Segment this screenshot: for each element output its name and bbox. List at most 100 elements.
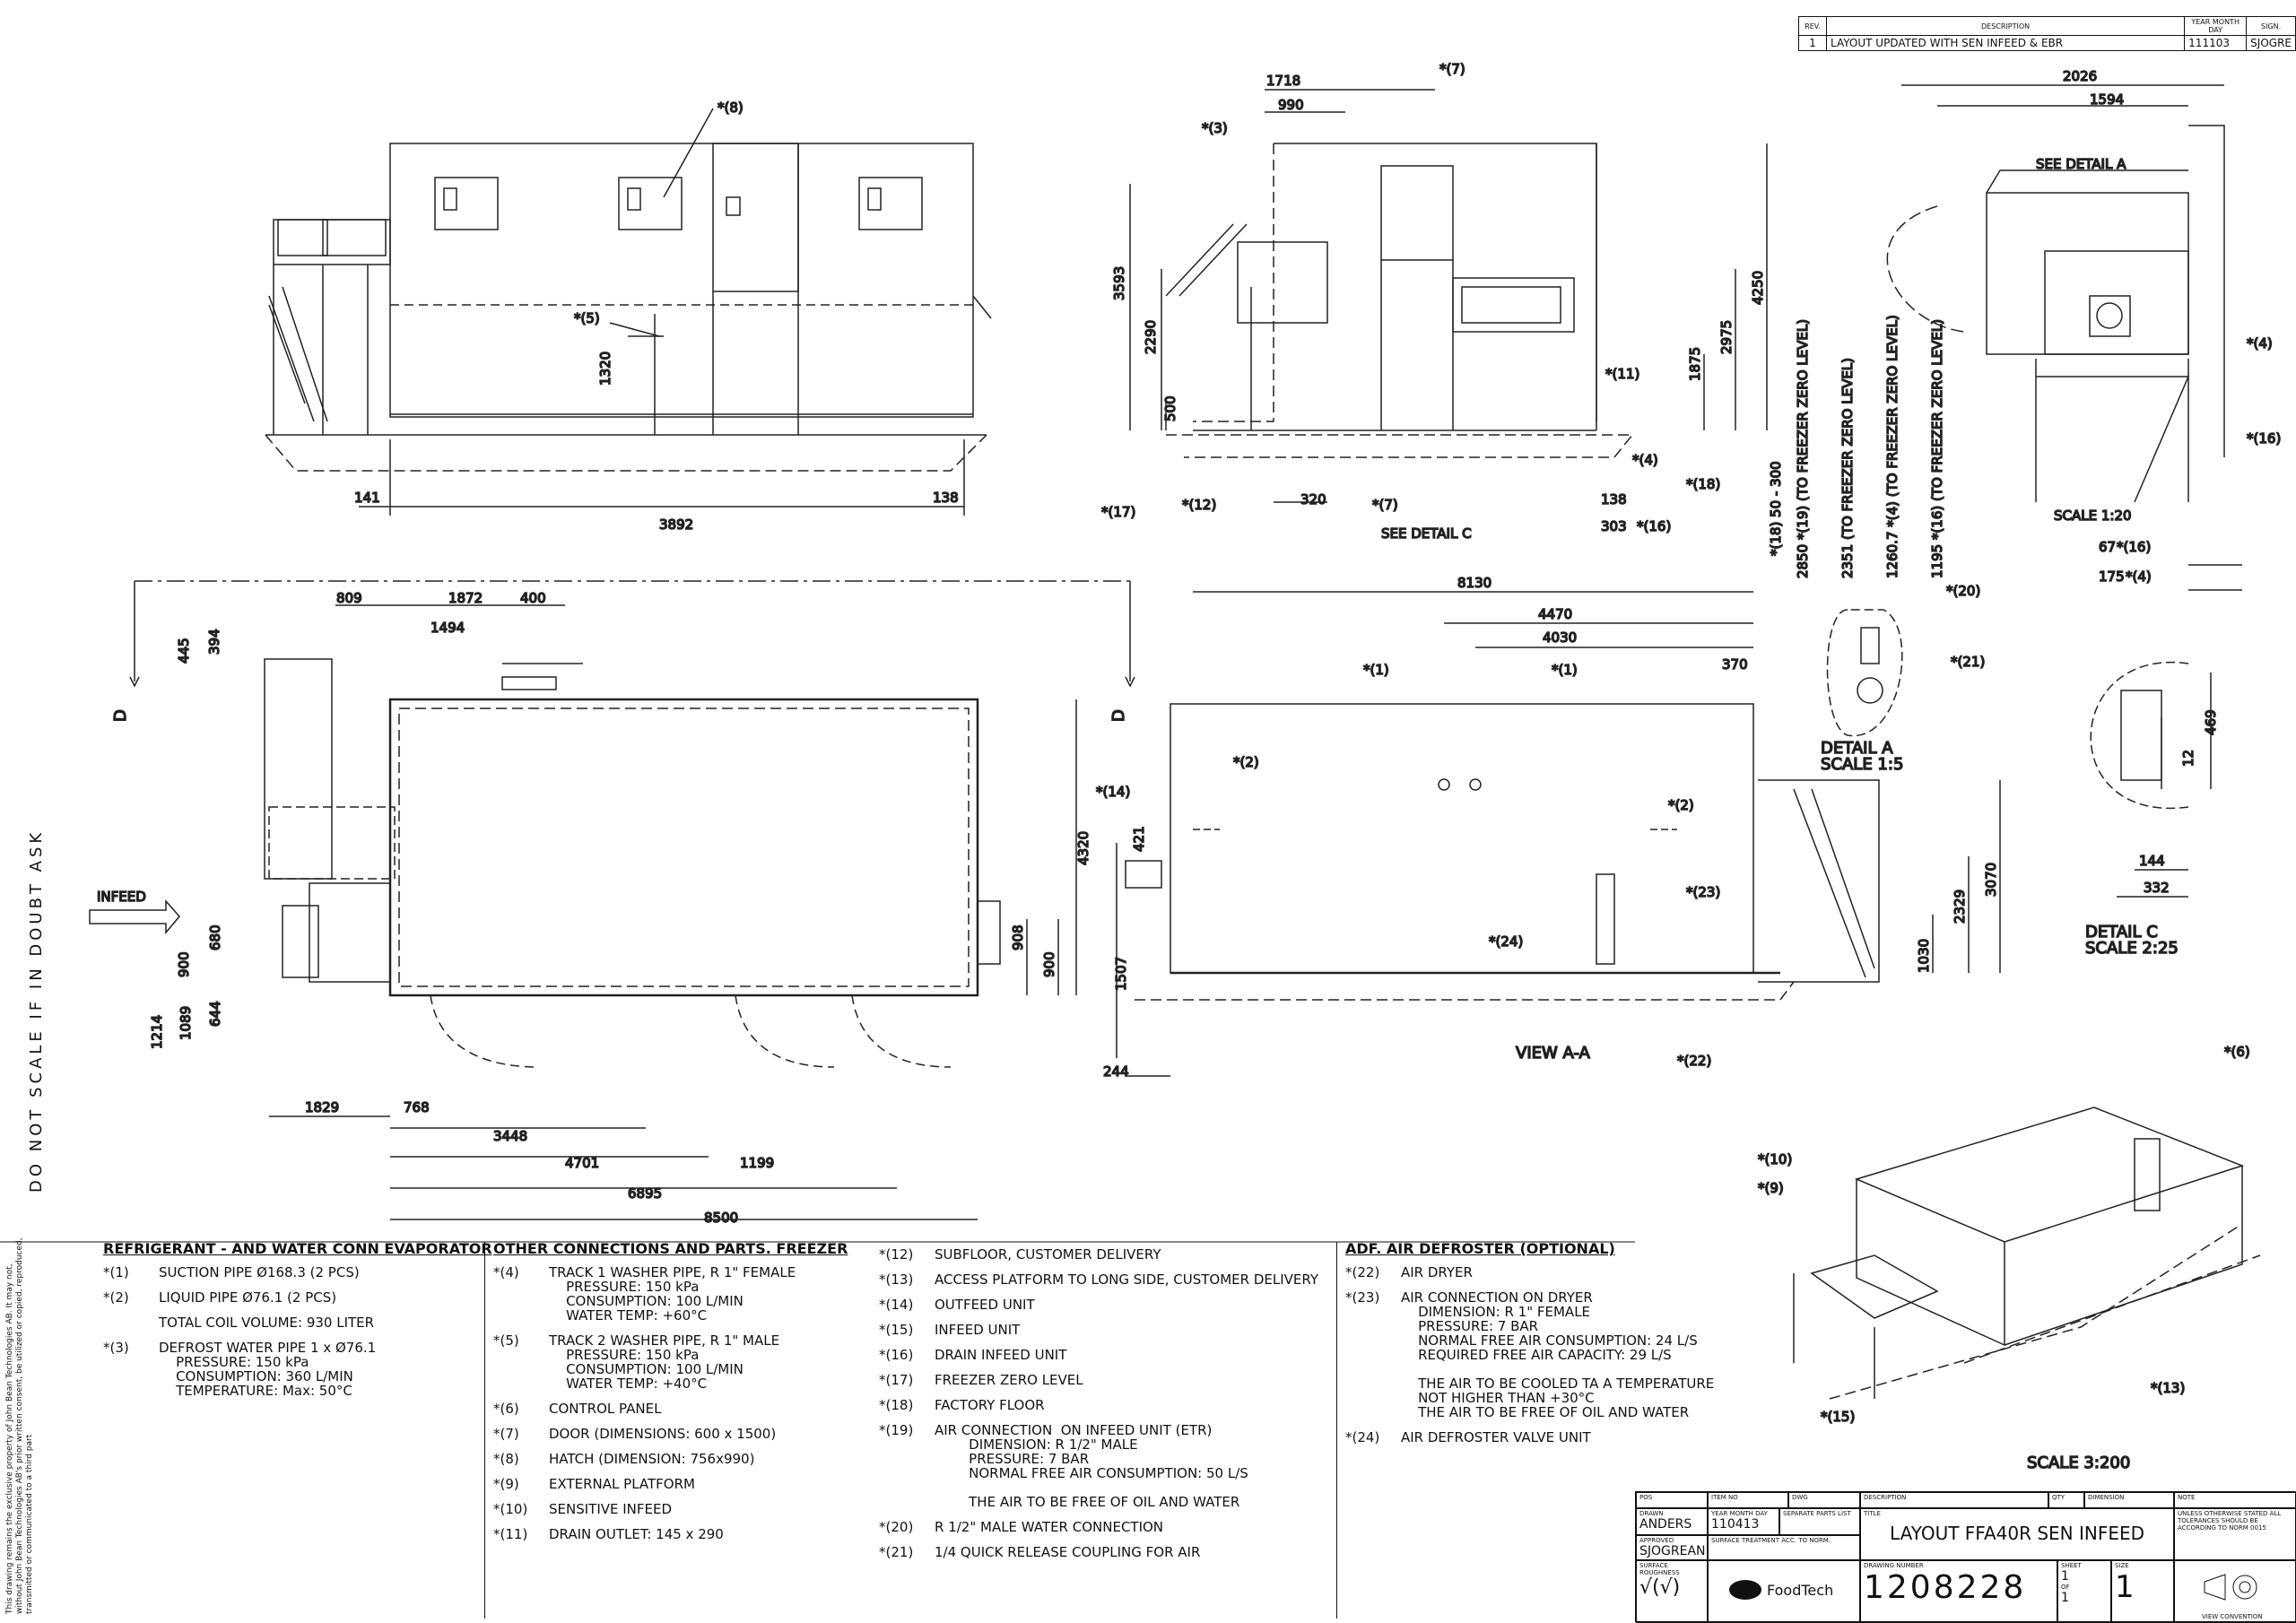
dim-320: 320: [1300, 491, 1326, 508]
dim-138: 138: [933, 490, 959, 506]
note-item: *(16)DRAIN INFEED UNIT: [879, 1347, 1067, 1363]
label-18: *(18): [1686, 476, 1720, 492]
dim-3070: 3070: [1983, 863, 1999, 897]
tb-dimension-header: DIMENSION: [2084, 1492, 2174, 1508]
side-view-right: [1886, 84, 2242, 591]
note-item: *(1)SUCTION PIPE Ø168.3 (2 PCS): [103, 1264, 360, 1280]
dim-1872: 1872: [448, 590, 483, 606]
tb-item-header: ITEM NO: [1708, 1492, 1788, 1508]
dim-900b: 900: [1041, 951, 1057, 977]
dim-644: 644: [207, 1001, 223, 1027]
label-16b: *(16): [2247, 430, 2281, 447]
projection-symbol-icon: [2204, 1574, 2257, 1601]
rev-date-header: YEAR MONTH DAY: [2184, 16, 2248, 36]
dim-6895: 6895: [628, 1185, 662, 1202]
dim-1320: 1320: [597, 352, 613, 386]
jbt-logo-icon: [1729, 1580, 1761, 1600]
label-4c: *(4): [2126, 568, 2152, 585]
label-23: *(23): [1686, 884, 1720, 900]
notes-title: ADF. AIR DEFROSTER (OPTIONAL): [1345, 1240, 1615, 1257]
label-24: *(24): [1489, 933, 1523, 950]
label-5: *(5): [574, 310, 600, 326]
detail-a-scale: SCALE 1:5: [1821, 755, 1903, 774]
dim-244: 244: [1103, 1063, 1129, 1080]
label-7: *(7): [1439, 61, 1465, 77]
plan-view: [89, 580, 1135, 1220]
tb-logo: FoodTech: [1708, 1560, 1860, 1623]
note-item: *(9)EXTERNAL PLATFORM: [493, 1476, 695, 1492]
label-10: *(10): [1758, 1151, 1792, 1167]
note-item: *(5)TRACK 2 WASHER PIPE, R 1" MALE PRESS…: [493, 1332, 780, 1392]
notes-other-connections: OTHER CONNECTIONS AND PARTS. FREEZER *(4…: [493, 1242, 870, 1552]
detail-c-title: DETAIL C: [2085, 923, 2158, 942]
dim-400: 400: [520, 590, 546, 606]
dim-2026: 2026: [2063, 68, 2097, 84]
tb-view-convention: VIEW CONVENTION: [2174, 1560, 2296, 1623]
label-13: *(13): [2151, 1380, 2185, 1396]
label-1b: *(1): [1552, 662, 1578, 678]
dim-2290: 2290: [1143, 320, 1159, 354]
dim-1594: 1594: [2090, 91, 2124, 108]
notes-title: OTHER CONNECTIONS AND PARTS. FREEZER: [493, 1240, 848, 1257]
note-item: *(19)AIR CONNECTION ON INFEED UNIT (ETR)…: [879, 1422, 1248, 1510]
dim-900: 900: [176, 951, 192, 977]
label-21: *(21): [1951, 654, 1985, 670]
note-item: *(12)SUBFLOOR, CUSTOMER DELIVERY: [879, 1246, 1161, 1263]
dim-1507: 1507: [1113, 957, 1129, 991]
dim-1199: 1199: [740, 1155, 774, 1171]
dim-2975: 2975: [1718, 320, 1735, 354]
dim-141: 141: [354, 490, 380, 506]
dim-1829: 1829: [305, 1099, 339, 1115]
label-17: *(17): [1101, 504, 1135, 520]
tb-tolerance-note: UNLESS OTHERWISE STATED ALL TOLERANCES S…: [2174, 1508, 2296, 1560]
dim-4320: 4320: [1075, 831, 1091, 865]
dim-1875: 1875: [1687, 347, 1703, 381]
notes-title: REFRIGERANT - AND WATER CONN EVAPORATOR: [103, 1240, 492, 1257]
label-20: *(20): [1946, 583, 1980, 599]
dim-12: 12: [2180, 750, 2196, 767]
rev-description-header: DESCRIPTION: [1825, 16, 2186, 36]
note-item: *(22)AIR DRYER: [1345, 1264, 1473, 1280]
dim-4701: 4701: [565, 1155, 599, 1171]
dim-138b: 138: [1601, 491, 1627, 508]
note-item: *(15)INFEED UNIT: [879, 1322, 1021, 1338]
label-11: *(11): [1605, 366, 1639, 382]
rev-date: 111103: [2184, 35, 2248, 51]
dim-3593: 3593: [1111, 266, 1127, 300]
dim-394: 394: [206, 629, 222, 655]
note-item: *(3)DEFROST WATER PIPE 1 x Ø76.1 PRESSUR…: [103, 1340, 377, 1399]
dim-3892: 3892: [659, 516, 693, 533]
section-marker-left: D: [111, 709, 130, 722]
notes-refrigerant: REFRIGERANT - AND WATER CONN EVAPORATOR …: [103, 1240, 492, 1409]
note-item: *(13)ACCESS PLATFORM TO LONG SIDE, CUSTO…: [879, 1271, 1319, 1288]
isometric-view: [1793, 1107, 2261, 1400]
iso-scale: SCALE 3:200: [2027, 1454, 2130, 1472]
level-2351: 2351 (TO FREEZER ZERO LEVEL): [1839, 358, 1856, 578]
note-item: TOTAL COIL VOLUME: 930 LITER: [159, 1315, 375, 1331]
label-2b: *(2): [1668, 797, 1694, 813]
divider: [484, 1242, 485, 1619]
divider: [1336, 1242, 1337, 1619]
dim-990: 990: [1278, 97, 1304, 113]
dim-445: 445: [176, 638, 192, 664]
dim-908: 908: [1010, 924, 1026, 950]
note-item: *(11)DRAIN OUTLET: 145 x 290: [493, 1526, 724, 1542]
note-item: *(17)FREEZER ZERO LEVEL: [879, 1372, 1083, 1388]
legal-notice: This drawing remains the exclusive prope…: [5, 1237, 34, 1614]
level-1260: 1260.7 *(4) (TO FREEZER ZERO LEVEL): [1884, 315, 1900, 578]
detail-c: [2090, 661, 2212, 898]
dim-469: 469: [2203, 709, 2219, 735]
dim-2329: 2329: [1952, 890, 1968, 924]
label-16: *(16): [1637, 518, 1671, 534]
tb-dwg-header: DWG: [1788, 1492, 1860, 1508]
see-detail-c: SEE DETAIL C: [1381, 525, 1472, 542]
detail-c-scale: SCALE 2:25: [2085, 939, 2179, 958]
dim-4030: 4030: [1543, 629, 1577, 646]
label-4b: *(4): [2247, 335, 2273, 352]
label-12: *(12): [1182, 497, 1216, 513]
